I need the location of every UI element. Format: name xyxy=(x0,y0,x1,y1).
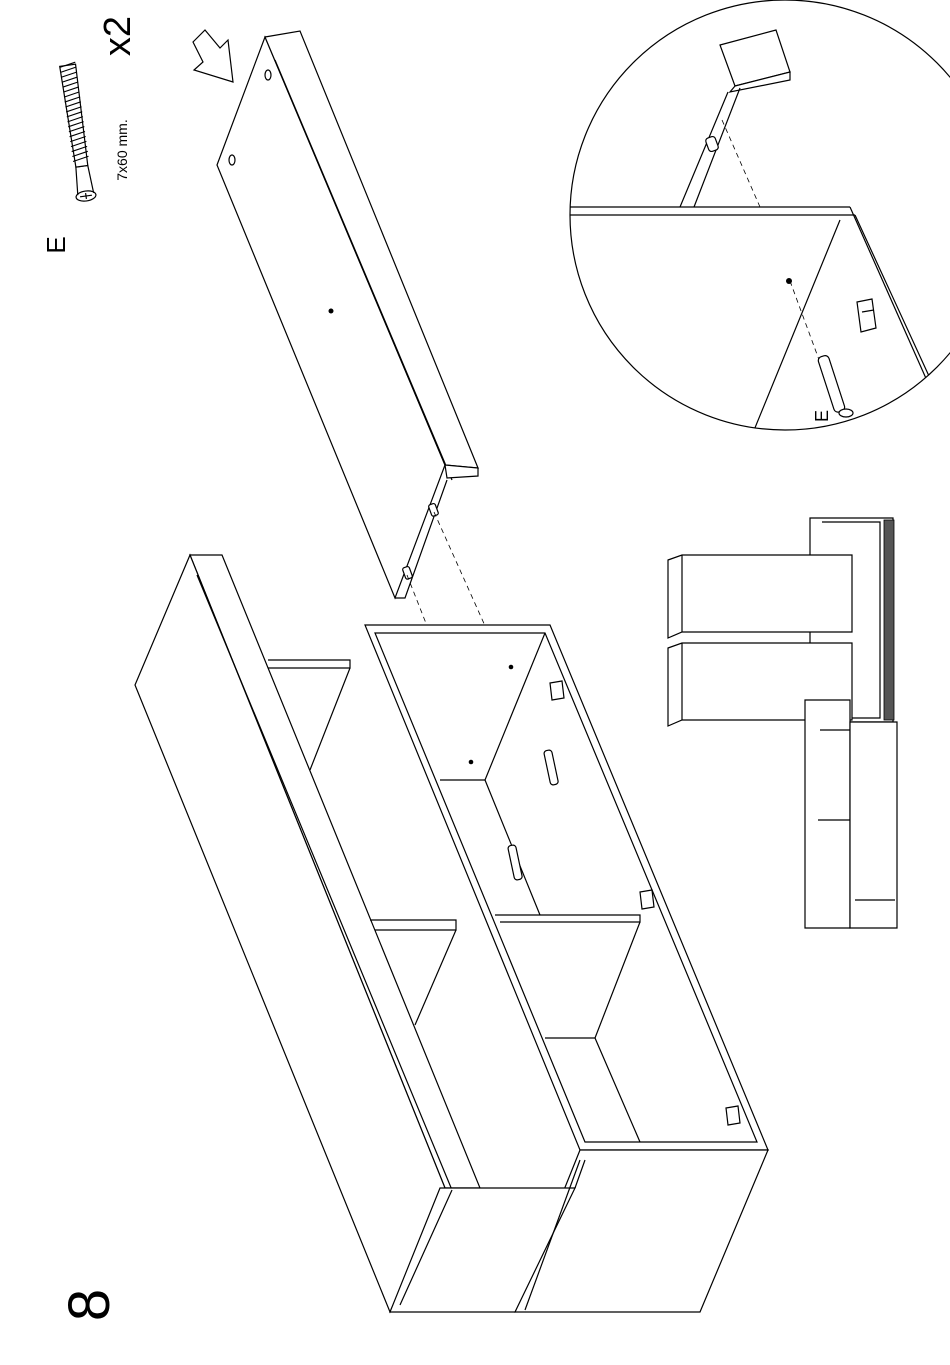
bracket-icon xyxy=(857,299,876,332)
hardware-size-label: 7x60 mm. xyxy=(112,110,132,190)
top-shelf-panel xyxy=(217,31,478,598)
insert-direction-arrow-icon xyxy=(193,30,233,82)
detail-magnifier xyxy=(560,0,950,440)
step-number: 8 xyxy=(55,1270,125,1340)
hardware-quantity: x2 xyxy=(98,4,138,68)
screw-icon xyxy=(57,62,96,202)
overview-thumbnail xyxy=(668,518,897,928)
detail-part-letter: E xyxy=(812,402,832,430)
hardware-part-letter: E xyxy=(41,227,71,263)
